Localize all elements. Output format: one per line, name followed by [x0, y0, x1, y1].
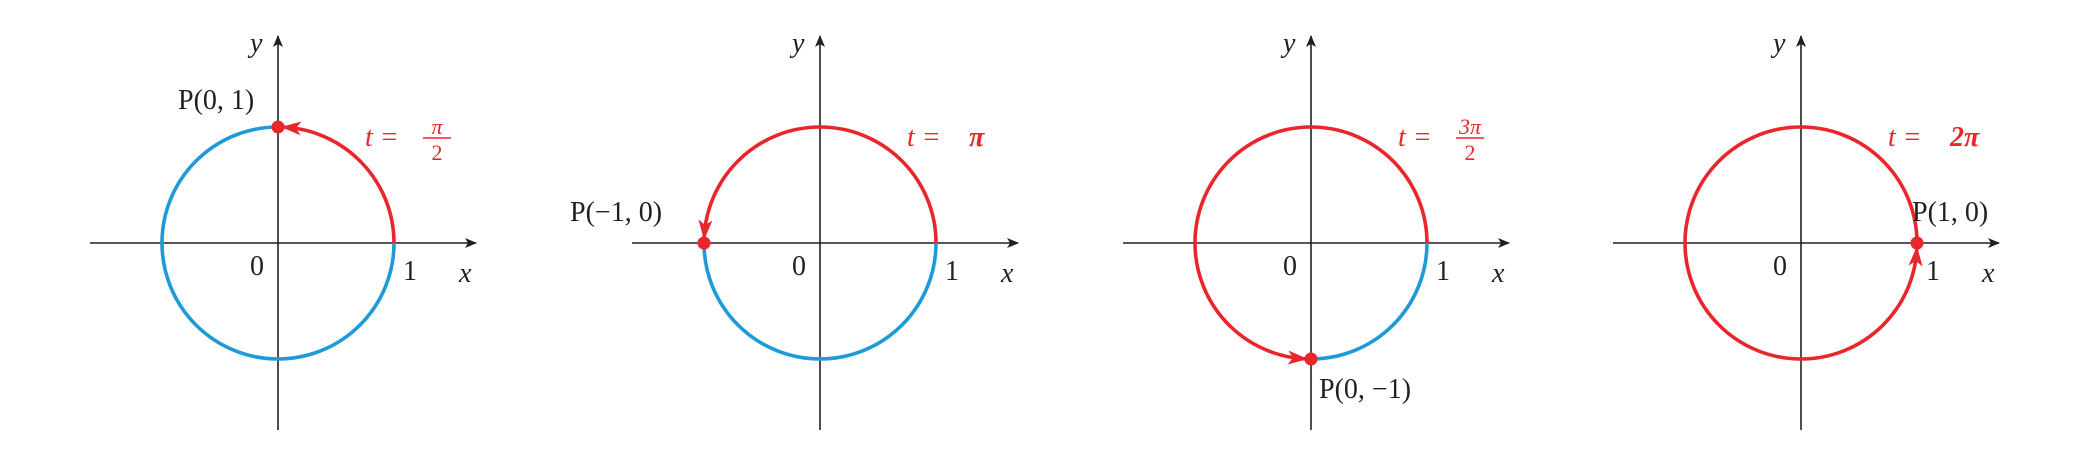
panel-t-2pi: y x 0 1 t = 2π P(1, 0): [1613, 28, 2000, 430]
point-p-marker: [271, 120, 285, 134]
remaining-circle-arc: [702, 242, 938, 361]
axes: [632, 35, 1019, 430]
point-label: P(−1, 0): [570, 197, 662, 228]
panel-t-3pi-over-2: y x 0 1 t = 3π 2 P(0, −1): [1123, 28, 1510, 430]
x-axis-label: x: [1000, 258, 1014, 289]
t-value-label: t = 2π: [1888, 122, 1980, 153]
point-label: P(1, 0): [1912, 197, 1988, 228]
axes: [90, 35, 477, 430]
x-axis-label: x: [1491, 258, 1505, 289]
unit-tick-label: 1: [1926, 256, 1940, 287]
t-value-label: t = π 2: [365, 114, 451, 165]
panel-t-pi-over-2: y x 0 1 t = π 2 P(0, 1): [90, 28, 477, 430]
point-p-marker: [1910, 236, 1924, 250]
x-axis-label: x: [1981, 258, 1995, 289]
origin-label: 0: [792, 251, 806, 282]
axes: [1613, 35, 2000, 430]
origin-label: 0: [1773, 251, 1787, 282]
point-label: P(0, 1): [178, 85, 254, 116]
arc-arrowhead: [1908, 246, 1923, 267]
remaining-circle-arc: [160, 125, 396, 361]
unit-tick-label: 1: [1436, 256, 1450, 287]
t-fraction-numerator: 3π: [1458, 114, 1482, 139]
y-axis-label: y: [1280, 28, 1296, 59]
t-equals-text: t =: [1888, 122, 1922, 153]
t-equals-text: t =: [365, 122, 399, 153]
t-fraction-denominator: 2: [1465, 140, 1476, 165]
traversed-arc: [1683, 242, 1919, 361]
remaining-circle-arc: [1310, 242, 1429, 361]
axes: [1123, 35, 1510, 430]
traversed-arc: [1683, 125, 1919, 244]
arc-arrowhead: [698, 219, 713, 240]
point-p-marker: [697, 236, 711, 250]
y-axis-label: y: [1770, 28, 1786, 59]
unit-tick-label: 1: [945, 256, 959, 287]
point-label: P(0, −1): [1319, 374, 1411, 405]
t-fraction-denominator: 2: [432, 140, 443, 165]
t-value-label: t = 3π 2: [1398, 114, 1484, 165]
t-fraction-numerator: π: [431, 114, 443, 139]
origin-label: 0: [250, 251, 264, 282]
unit-tick-label: 1: [403, 256, 417, 287]
arcs: [1683, 125, 1923, 361]
traversed-arc: [277, 125, 396, 244]
t-value-text: π: [969, 122, 985, 153]
y-axis-label: y: [789, 28, 805, 59]
panel-t-pi: y x 0 1 t = π P(−1, 0): [570, 28, 1019, 430]
traversed-arc: [702, 125, 938, 244]
t-value-label: t = π: [907, 122, 985, 153]
arc-arrowhead: [281, 121, 302, 136]
origin-label: 0: [1283, 251, 1297, 282]
t-equals-text: t =: [907, 122, 941, 153]
y-axis-label: y: [247, 28, 263, 59]
arcs: [160, 121, 396, 361]
arc-arrowhead: [1287, 350, 1308, 365]
arcs: [698, 125, 938, 361]
x-axis-label: x: [458, 258, 472, 289]
point-p-marker: [1304, 352, 1318, 366]
t-equals-text: t =: [1398, 122, 1432, 153]
traversed-arc: [1193, 125, 1429, 361]
arcs: [1193, 125, 1429, 365]
t-value-text: 2π: [1949, 122, 1980, 153]
